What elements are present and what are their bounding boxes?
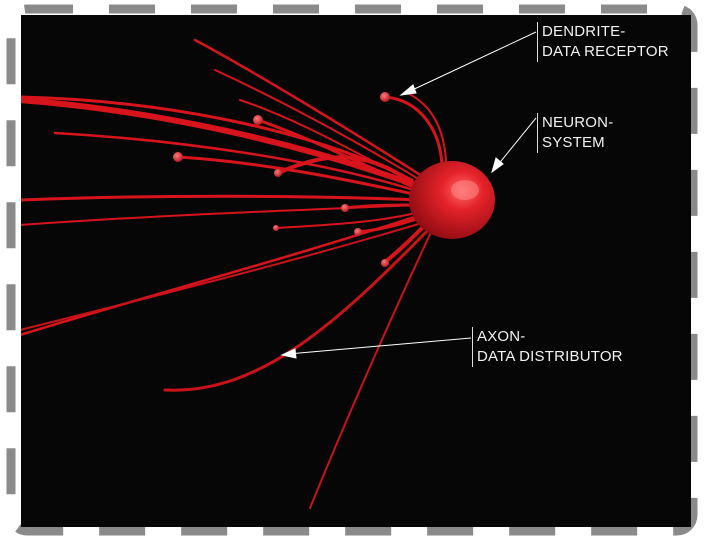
dendrite-bulb [380,92,390,102]
axons [21,221,433,509]
neuron-pointer-line [496,117,537,167]
neuron-arrowhead [491,157,504,174]
dendrite-arrowhead [399,84,417,96]
dendrite-strand [214,69,426,184]
dendrite-bulb [341,204,349,212]
dendrite-label: DENDRITE- DATA RECEPTOR [537,22,669,62]
dendrite-strand [275,211,421,229]
dendrite-strand [21,194,422,202]
dendrite-strand [53,131,422,194]
dendrite-bulb [273,225,279,231]
dendrites [21,38,447,337]
pointer-arrows [280,31,537,359]
diagram-panel [21,15,691,527]
dendrite-label-line1: DENDRITE- [542,23,626,40]
neuron-illustration [21,31,537,509]
dendrite-strand [383,95,444,167]
dendrite-strand [404,91,447,164]
axon-label-line1: AXON- [477,328,526,345]
dendrite-bulb [253,115,263,125]
dendrite-strand [21,95,414,182]
dendrite-strand [21,97,418,188]
dendrite-pointer-line [407,31,537,93]
dendrite-bulbs [173,92,390,267]
axon-arrowhead [280,348,297,359]
axon-pointer-line [287,337,472,355]
soma [409,161,495,239]
axon-strand [21,221,426,331]
axon-label-line2: DATA DISTRIBUTOR [477,348,623,365]
dendrite-bulb [274,169,282,177]
neuron-cell-body [409,161,495,239]
neuron-label-line1: NEURON- [542,114,614,131]
axon-strand [163,226,432,392]
dendrite-strand [383,223,427,264]
dendrite-strand [193,38,427,180]
dendrite-bulb [354,228,362,236]
dendrite-strand [176,155,420,197]
dendrite-strand [276,155,422,190]
dendrite-strand [343,203,422,210]
neuron-label-line2: SYSTEM [542,134,605,151]
neuron-label: NEURON- SYSTEM [537,113,613,153]
dendrite-bulb [381,259,389,267]
dendrite-bulb [173,152,183,162]
dendrite-strand [256,118,422,192]
soma-highlight [451,180,479,200]
axon-strand [309,229,433,509]
dendrite-label-line2: DATA RECEPTOR [542,43,669,60]
axon-label: AXON- DATA DISTRIBUTOR [472,327,623,367]
